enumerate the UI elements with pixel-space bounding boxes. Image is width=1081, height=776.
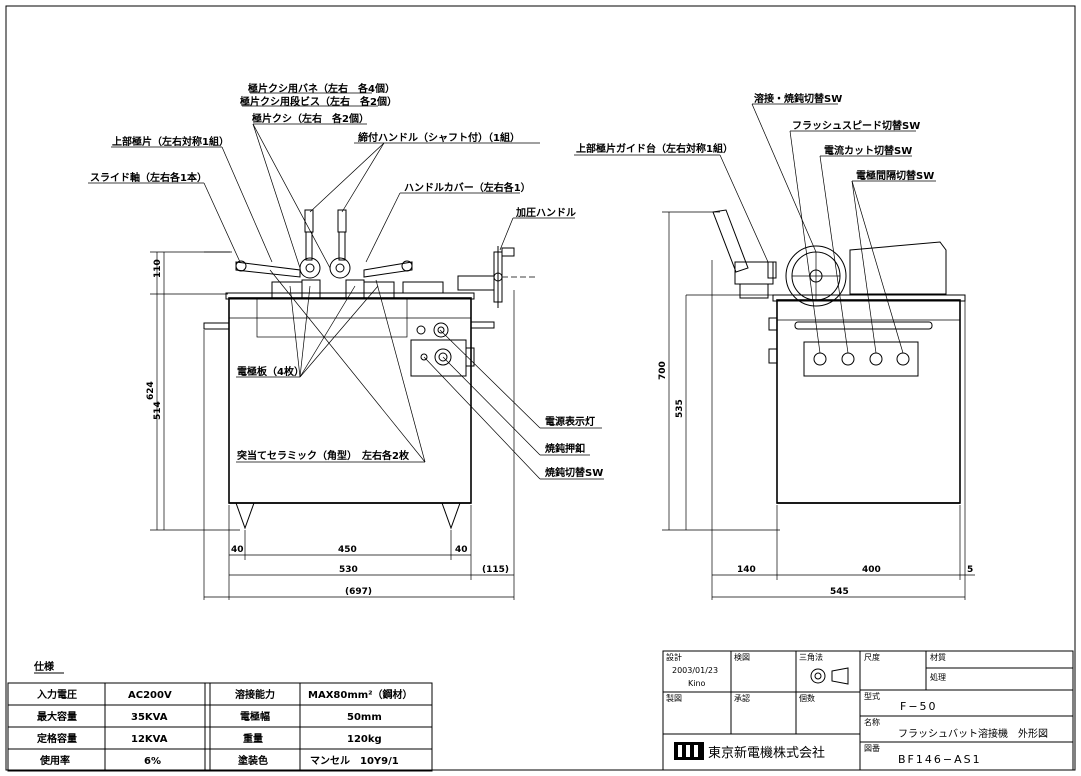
side-view: [712, 209, 966, 504]
spec-r4-key2: 塗装色: [238, 754, 268, 767]
spec-r1-key2: 溶接能力: [235, 688, 275, 701]
spec-r4-key1: 使用率: [39, 754, 70, 767]
tb-drafting-label: 製図: [666, 693, 682, 703]
tb-model: F−50: [900, 700, 938, 713]
spec-r1-key1: 入力電圧: [37, 688, 77, 701]
label-electrode-gap: 電極間隔切替SW: [856, 169, 934, 182]
dim-w140: 140: [737, 565, 756, 575]
spec-title: 仕様: [33, 660, 55, 673]
label-electrode: 電極板（4枚）: [237, 365, 304, 378]
tb-design-label: 設計: [666, 652, 682, 662]
side-guide-block: [734, 261, 774, 285]
label-power-lamp: 電源表示灯: [545, 415, 595, 428]
title-block: [662, 650, 1074, 771]
side-dimensions: [662, 211, 975, 600]
flash-speed-wheel: [785, 245, 847, 307]
dim-w40a: 40: [231, 545, 244, 555]
tb-drawing-no-label: 図番: [864, 743, 880, 753]
tb-company: 東京新電機株式会社: [708, 745, 825, 761]
tb-designer: Kino: [688, 679, 706, 688]
label-weld-switch: 溶接・焼鈍切替SW: [754, 92, 842, 105]
label-clamp-handle: 締付ハンドル（シャフト付）（1組）: [358, 131, 520, 144]
dim-h700: 700: [658, 361, 668, 380]
side-leaders: [574, 103, 936, 354]
tb-third-angle: 三角法: [799, 652, 823, 662]
front-left-foot: [235, 502, 255, 530]
company-logo: [674, 742, 704, 760]
label-comb: 極片クシ（左右 各2個）: [252, 112, 369, 125]
spec-r3-val2: 120kg: [347, 734, 382, 745]
tb-check-label: 検図: [734, 652, 750, 662]
drawing-border: [5, 5, 1076, 771]
anneal-button: [434, 348, 452, 366]
front-control-panel: [410, 339, 467, 377]
label-press-handle: 加圧ハンドル: [515, 206, 576, 219]
label-upper-guide: 上部極片ガイド台（左右対称1組）: [576, 142, 733, 155]
tb-name-label: 名称: [864, 717, 880, 727]
tb-scale-label: 尺度: [864, 652, 880, 662]
spec-r2-key1: 最大容量: [37, 710, 77, 723]
dim-w40b: 40: [455, 545, 468, 555]
side-cabinet: [776, 299, 961, 504]
front-view: [203, 209, 535, 530]
label-flash-speed: フラッシュスピード切替SW: [792, 119, 920, 132]
label-anneal-switch: 焼鈍切替SW: [545, 466, 603, 479]
tb-design-date: 2003/01/23: [672, 666, 718, 675]
label-step-screw: 極片クシ用段ビス（左右 各2個）: [240, 95, 397, 108]
spec-r1-val2: MAX80mm²（鋼材）: [308, 688, 413, 701]
side-control-panel: [803, 341, 919, 377]
spec-table: [7, 682, 433, 772]
label-handle-cover: ハンドルカバー（左右各1）: [404, 181, 531, 194]
front-right-foot: [441, 502, 461, 530]
spec-r2-key2: 電極幅: [240, 710, 270, 723]
spec-r3-val1: 12KVA: [131, 734, 168, 745]
label-slide-shaft: スライド軸（左右各1本）: [90, 171, 207, 184]
label-upper-piece: 上部極片（左右対称1組）: [112, 135, 229, 148]
tb-material-label: 材質: [930, 652, 946, 662]
spec-r2-val1: 35KVA: [131, 712, 168, 723]
front-transformer-block: [256, 298, 408, 338]
spec-r3-key2: 重量: [243, 732, 263, 745]
dim-w115: (115): [482, 565, 509, 575]
label-anneal-button: 焼鈍押釦: [545, 442, 585, 455]
dim-w450: 450: [338, 545, 357, 555]
spec-r4-val2: マンセル 10Y9/1: [310, 755, 399, 767]
third-angle-icon: [810, 668, 826, 684]
front-cabinet: [228, 297, 472, 504]
spec-r3-key1: 定格容量: [37, 732, 77, 745]
tb-drawing-no: BF146−AS1: [898, 753, 982, 766]
dim-h514: 514: [153, 401, 163, 420]
dim-h535: 535: [675, 399, 685, 418]
power-lamp: [416, 325, 426, 335]
label-current-cut: 電流カット切替SW: [824, 144, 912, 157]
spec-r2-val2: 50mm: [347, 712, 382, 723]
dim-w697: (697): [345, 587, 372, 597]
spec-r4-val1: 6%: [144, 756, 161, 767]
dim-w5: 5: [967, 565, 973, 575]
label-ceramic: 突当てセラミック（角型） 左右各2枚: [237, 449, 410, 462]
front-leaders: [88, 92, 604, 480]
front-dimensions: [150, 251, 515, 600]
tb-approval-label: 承認: [734, 693, 750, 703]
dim-h624: 624: [146, 381, 156, 400]
spec-r1-val1: AC200V: [128, 690, 172, 701]
tb-treatment-label: 処理: [930, 672, 946, 682]
tb-quantity-label: 個数: [799, 693, 815, 703]
dim-w545: 545: [830, 587, 849, 597]
dim-w400: 400: [862, 565, 881, 575]
tb-model-label: 型式: [864, 691, 880, 701]
dim-w530: 530: [339, 565, 358, 575]
tb-name: フラッシュバット溶接機 外形図: [898, 727, 1048, 740]
dim-h110: 110: [153, 259, 163, 278]
label-spring: 極片クシ用バネ（左右 各4個）: [248, 82, 395, 95]
